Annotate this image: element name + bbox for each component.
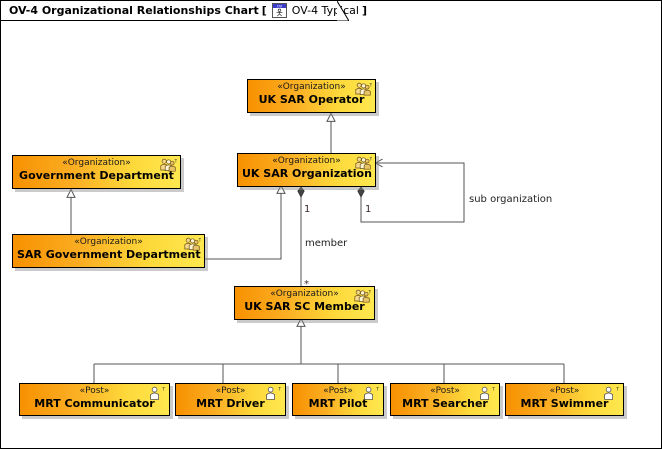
node-name: SAR Government Department xyxy=(17,248,201,261)
multiplicity-suborg-source: 1 xyxy=(365,204,372,215)
svg-text:OV: OV xyxy=(277,5,283,9)
node-stereotype: «Post» xyxy=(430,386,460,396)
multiplicity-member-source: 1 xyxy=(304,204,311,215)
node-uk-sar-organization[interactable]: «Organization» UK SAR Organization T xyxy=(237,153,376,187)
node-stereotype: «Organization» xyxy=(270,289,339,299)
svg-text:T: T xyxy=(369,83,373,89)
node-mrt-pilot[interactable]: «Post» MRT Pilot T xyxy=(292,383,384,416)
organization-group-icon: T xyxy=(159,158,178,173)
node-mrt-driver[interactable]: «Post» MRT Driver T xyxy=(175,383,286,416)
node-stereotype: «Organization» xyxy=(74,237,143,247)
edge-label-member: member xyxy=(305,238,348,249)
node-uk-sar-operator[interactable]: «Organization» UK SAR Operator T xyxy=(247,79,376,113)
post-person-icon: T xyxy=(478,386,496,401)
node-stereotype: «Organization» xyxy=(277,82,346,92)
node-name: UK SAR Operator xyxy=(258,93,365,106)
organization-group-icon: T xyxy=(183,237,202,252)
generalization-sargovdept-to-ukorg xyxy=(205,184,286,260)
svg-text:T: T xyxy=(368,290,372,296)
post-person-icon: T xyxy=(148,386,166,401)
svg-text:T: T xyxy=(174,159,178,165)
node-name: UK SAR SC Member xyxy=(244,300,365,313)
node-mrt-communicator[interactable]: «Post» MRT Communicator T xyxy=(19,383,170,416)
page-title: OV-4 Organizational Relationships Chart xyxy=(9,4,259,17)
ov4-diagram-icon: OV xyxy=(271,3,287,18)
organization-group-icon: T xyxy=(354,156,373,171)
post-person-icon: T xyxy=(362,386,380,401)
post-person-icon: T xyxy=(602,386,620,401)
node-name: Government Department xyxy=(19,169,174,182)
node-name: MRT Driver xyxy=(196,397,265,410)
association-sub-organization xyxy=(357,158,465,223)
organization-group-icon: T xyxy=(353,289,372,304)
multiplicity-member-target: * xyxy=(304,279,309,290)
node-government-department[interactable]: «Organization» Government Department T xyxy=(12,155,181,189)
node-stereotype: «Post» xyxy=(79,386,110,396)
title-bracket-close: ] xyxy=(361,4,367,17)
svg-text:T: T xyxy=(277,386,281,392)
node-name: UK SAR Organization xyxy=(242,167,372,180)
diagram-canvas[interactable]: 1 * member 1 * sub organization «Organiz… xyxy=(1,22,661,448)
node-name: MRT Swimmer xyxy=(520,397,609,410)
node-stereotype: «Post» xyxy=(215,386,246,396)
node-name: MRT Communicator xyxy=(34,397,155,410)
node-name: MRT Pilot xyxy=(308,397,368,410)
title-tab-corner xyxy=(337,1,349,21)
svg-text:T: T xyxy=(161,386,165,392)
node-uk-sar-sc-member[interactable]: «Organization» UK SAR SC Member T xyxy=(234,286,375,320)
node-stereotype: «Post» xyxy=(549,386,580,396)
organization-group-icon: T xyxy=(354,82,373,97)
node-mrt-searcher[interactable]: «Post» MRT Searcher T xyxy=(390,383,500,416)
svg-text:T: T xyxy=(375,386,379,392)
title-bracket-open: [ xyxy=(261,4,267,17)
node-stereotype: «Organization» xyxy=(272,156,341,166)
node-name: MRT Searcher xyxy=(402,397,488,410)
node-mrt-swimmer[interactable]: «Post» MRT Swimmer T xyxy=(505,383,624,416)
node-stereotype: «Organization» xyxy=(62,158,131,168)
post-person-icon: T xyxy=(264,386,282,401)
svg-text:T: T xyxy=(615,386,619,392)
diagram-title-bar: OV-4 Organizational Relationships Chart … xyxy=(1,1,367,21)
edge-label-sub-organization: sub organization xyxy=(469,194,553,205)
svg-text:T: T xyxy=(491,386,495,392)
svg-text:T: T xyxy=(198,238,202,244)
node-sar-government-department[interactable]: «Organization» SAR Government Department… xyxy=(12,234,205,268)
node-stereotype: «Post» xyxy=(323,386,353,396)
svg-text:T: T xyxy=(369,157,373,163)
